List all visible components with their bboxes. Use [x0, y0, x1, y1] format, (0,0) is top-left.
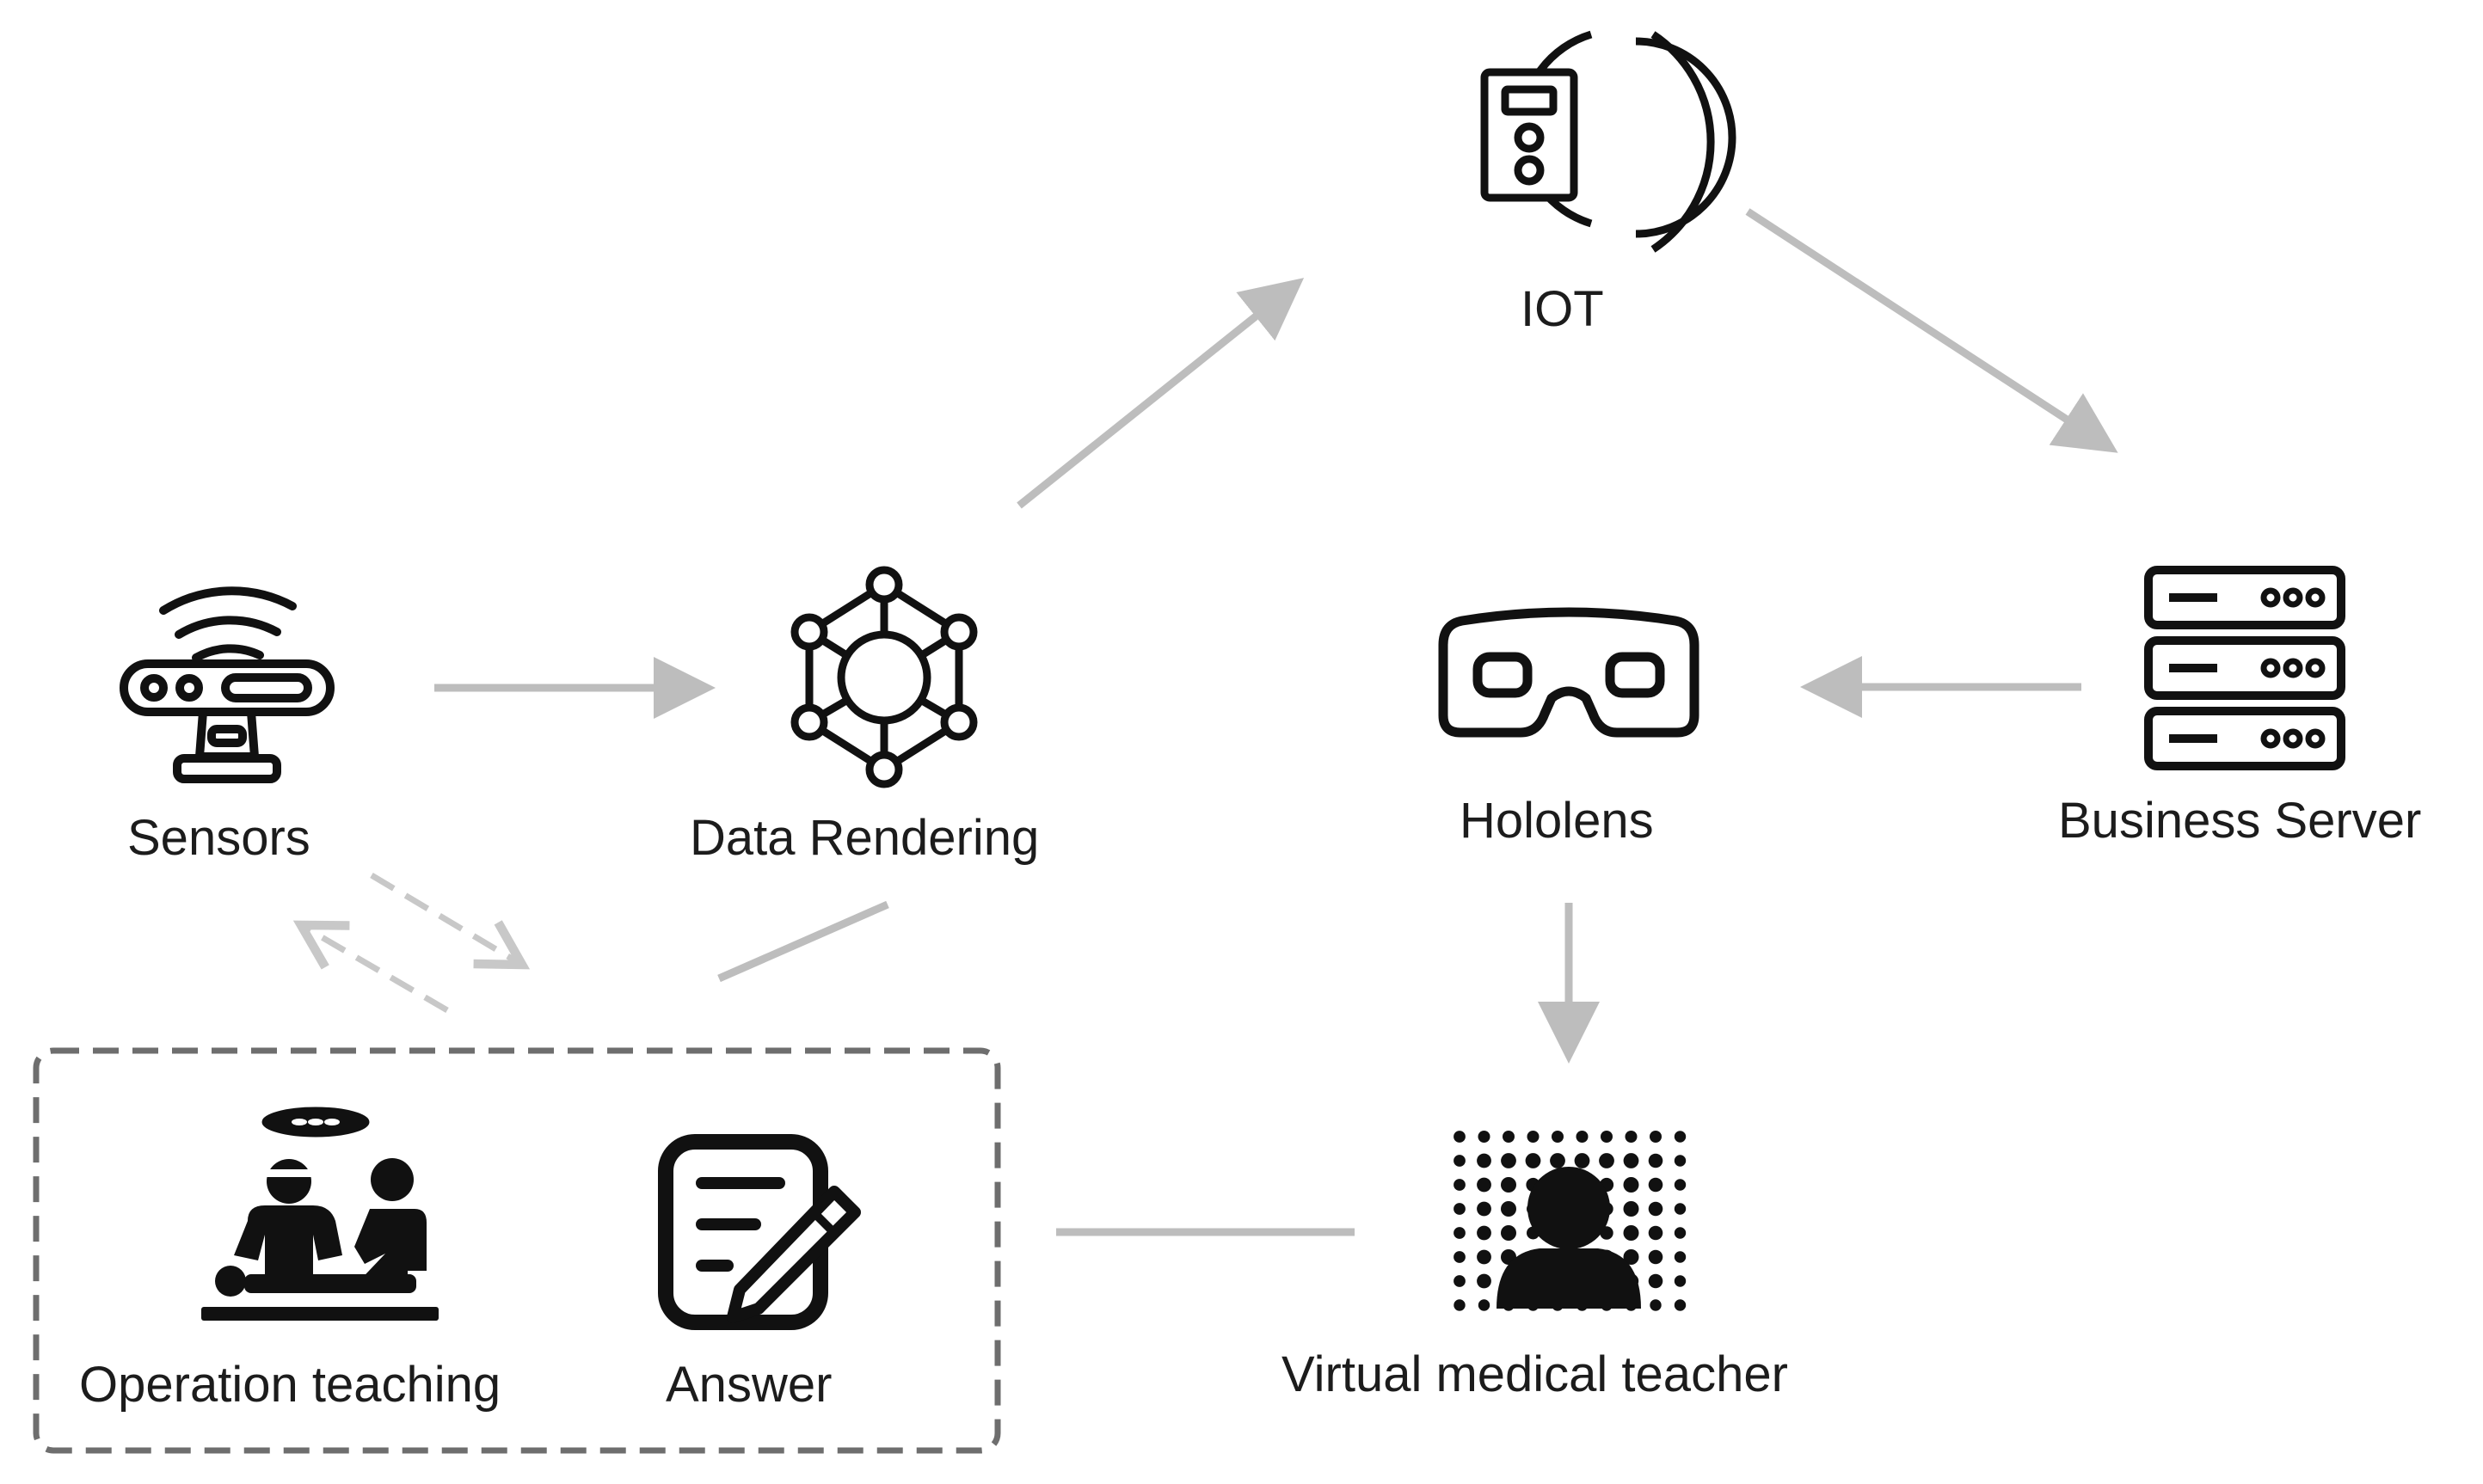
halftone-dot: [1478, 1131, 1490, 1143]
arrow-data-rendering-to-iot: [1017, 278, 1305, 509]
halftone-dot: [1674, 1179, 1687, 1191]
halftone-dot: [1477, 1225, 1491, 1241]
vr-headset-icon: [1438, 607, 1699, 738]
halftone-dot: [1576, 1131, 1589, 1143]
halftone-dot: [1574, 1153, 1590, 1168]
halftone-dot: [1454, 1275, 1466, 1287]
server-rack-icon: [2144, 566, 2345, 770]
halftone-dot: [1601, 1131, 1613, 1143]
halftone-dot: [1478, 1299, 1490, 1311]
dashed-arrow-group-to-sensors: [292, 920, 449, 1014]
dashed-arrow-sensors-to-group: [370, 872, 531, 970]
halftone-dot: [1648, 1177, 1663, 1193]
halftone-dot: [1674, 1203, 1687, 1215]
halftone-dot: [1674, 1131, 1687, 1143]
hololens-label: Hololens: [1460, 793, 1654, 849]
halftone-dot: [1650, 1299, 1662, 1311]
halftone-dot: [1501, 1201, 1516, 1217]
data-rendering-label: Data Rendering: [690, 810, 1040, 866]
iot-label: IOT: [1521, 281, 1604, 337]
halftone-dot: [1501, 1225, 1516, 1241]
halftone-dot: [1552, 1131, 1564, 1143]
halftone-dot: [1648, 1153, 1663, 1168]
halftone-dot: [1623, 1177, 1639, 1193]
surgery-scene-icon: [201, 1107, 439, 1321]
halftone-dot: [1477, 1201, 1491, 1217]
halftone-dot: [1674, 1251, 1687, 1263]
line-data-rendering-to-group: [717, 900, 889, 983]
halftone-dot: [1477, 1249, 1491, 1265]
answer-label: Answer: [666, 1357, 833, 1413]
halftone-dot: [1674, 1155, 1687, 1167]
halftone-dot: [1527, 1131, 1540, 1143]
halftone-dot: [1623, 1249, 1639, 1265]
halftone-dot: [1623, 1201, 1639, 1217]
halftone-dot: [1454, 1179, 1466, 1191]
halftone-dot: [1477, 1153, 1491, 1168]
halftone-dot: [1623, 1153, 1639, 1168]
halftone-dot: [1648, 1249, 1663, 1265]
virtual-teacher-label: Virtual medical teacher: [1281, 1346, 1788, 1402]
halftone-dot: [1648, 1225, 1663, 1241]
business-server-label: Business Server: [2058, 793, 2422, 849]
sensor-device-icon: [120, 586, 335, 783]
halftone-dot: [1454, 1227, 1466, 1239]
halftone-dot: [1454, 1131, 1466, 1143]
halftone-dot: [1625, 1131, 1638, 1143]
halftone-dot: [1501, 1177, 1516, 1193]
iot-device-icon: [1480, 30, 1736, 253]
virtual-person-icon: [1454, 1131, 1687, 1311]
halftone-dot: [1648, 1201, 1663, 1217]
halftone-dot: [1525, 1153, 1541, 1168]
halftone-dot: [1501, 1153, 1516, 1168]
halftone-dot: [1477, 1273, 1491, 1289]
edit-note-icon: [658, 1134, 861, 1330]
halftone-dot: [1454, 1155, 1466, 1167]
sensors-label: Sensors: [127, 810, 310, 866]
halftone-dot: [1454, 1203, 1466, 1215]
halftone-dot: [1623, 1225, 1639, 1241]
halftone-dot: [1454, 1299, 1466, 1311]
arrow-iot-to-business-server: [1745, 208, 2118, 453]
halftone-dot: [1599, 1153, 1614, 1168]
network-hub-icon: [790, 566, 978, 788]
halftone-dot: [1503, 1131, 1515, 1143]
halftone-dot: [1648, 1273, 1663, 1289]
halftone-dot: [1550, 1153, 1565, 1168]
halftone-dot: [1454, 1251, 1466, 1263]
halftone-dot: [1650, 1131, 1662, 1143]
halftone-dot: [1674, 1275, 1687, 1287]
operation-teaching-label: Operation teaching: [79, 1357, 501, 1413]
halftone-dot: [1477, 1177, 1491, 1193]
halftone-dot: [1674, 1227, 1687, 1239]
halftone-dot: [1674, 1299, 1687, 1311]
